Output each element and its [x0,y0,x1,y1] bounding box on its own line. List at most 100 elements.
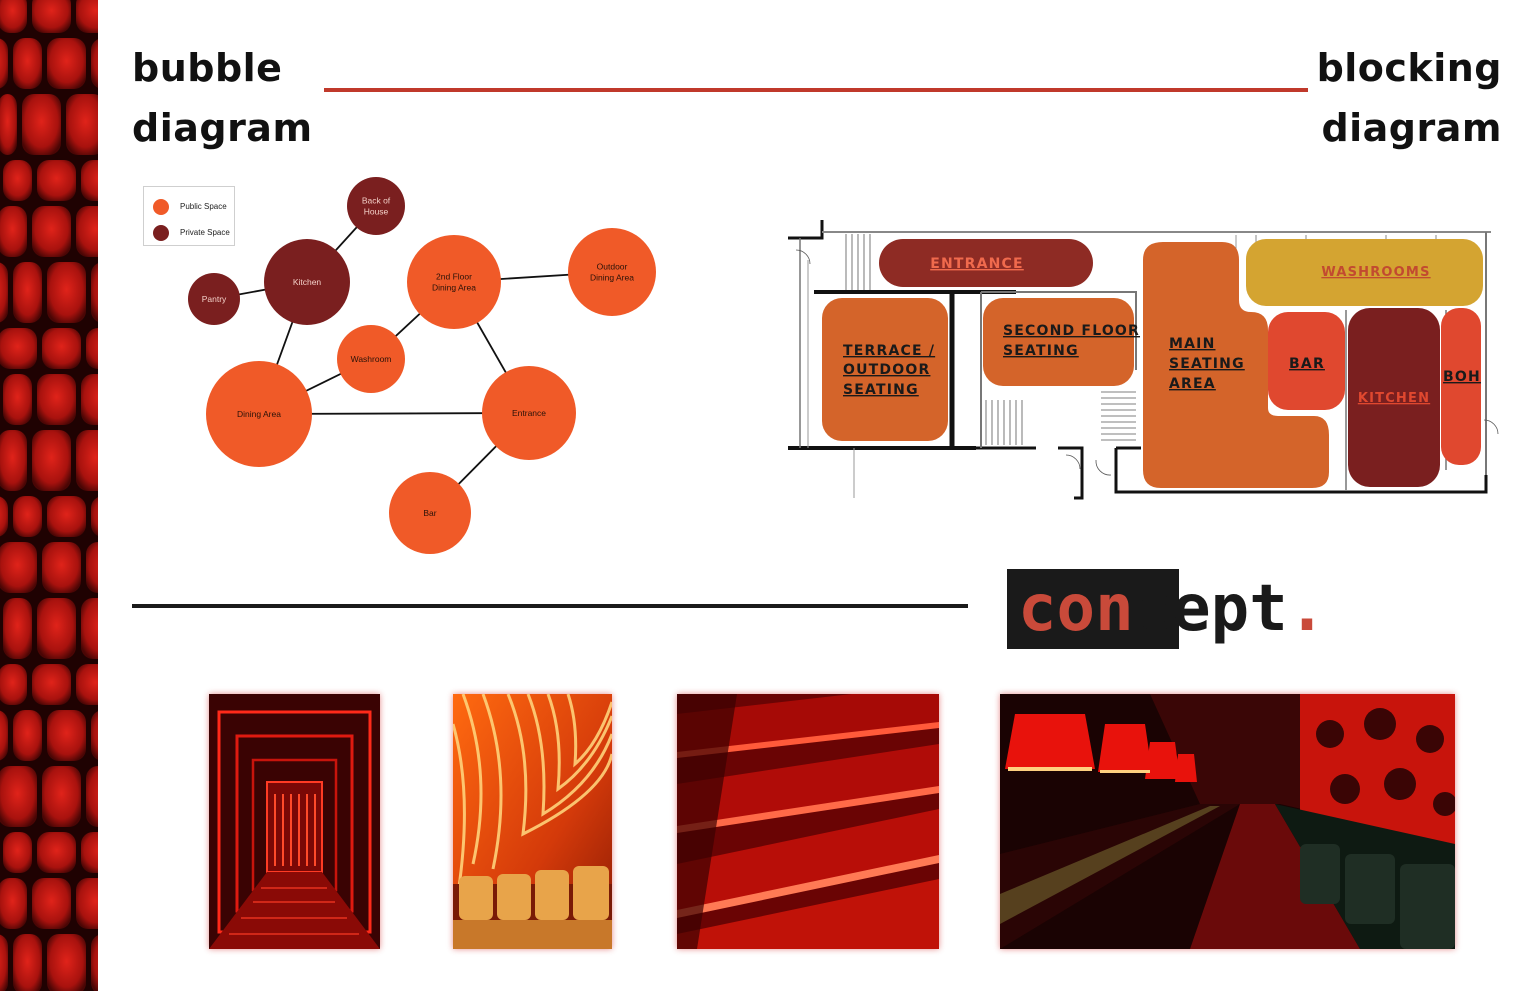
texture-cell [32,0,71,33]
texture-cell [47,262,86,323]
bubble-dining [206,361,312,467]
concept-photo-restaurant [1000,694,1455,949]
texture-cell [0,542,37,593]
texture-cell [0,38,8,89]
texture-cell [76,878,115,929]
bubble-second [407,235,501,329]
main-label-2: SEATING [1169,356,1245,372]
texture-cell [0,496,8,537]
texture-cell [3,374,32,425]
kitchen-label: KITCHEN [1358,391,1430,406]
blocking-heading-line2: diagram [1321,106,1502,150]
texture-cell [37,598,76,659]
bubble-label-back: House [364,207,389,217]
texture-cell [32,878,71,929]
terrace-label-2: OUTDOOR [843,362,930,378]
main-label-1: MAIN [1169,336,1216,352]
concept-divider [132,604,968,608]
texture-cell [13,262,42,323]
texture-cell [0,206,27,257]
texture-cell [66,94,105,155]
public-space-swatch [153,199,169,215]
concept-title-dot: . [1287,572,1327,646]
texture-cell [3,598,32,659]
block-second-floor [983,298,1134,386]
boh-label: BOH [1443,369,1481,385]
bubble-pantry [188,273,240,325]
texture-cell [0,0,27,33]
concept-photo-corridor [209,694,380,949]
texture-cell [0,430,27,491]
texture-cell [0,878,27,929]
diagram-legend: Public Space Private Space [143,186,235,246]
texture-cell [0,710,8,761]
bubble-label-back: Back of [362,196,391,206]
bubble-label-pantry: Pantry [202,294,227,304]
bubble-label-washroom: Washroom [351,354,392,364]
washrooms-label: WASHROOMS [1321,265,1430,280]
texture-cell [42,328,81,369]
texture-cell [86,766,125,827]
bar-label: BAR [1289,356,1325,372]
bubble-entrance [482,366,576,460]
texture-cell [81,832,120,873]
block-bar [1268,312,1345,410]
concept-photo-stairs [677,694,939,949]
terrace-label-3: SEATING [843,382,919,398]
block-terrace [822,298,948,441]
bubble-label-kitchen: Kitchen [293,277,322,287]
concept-title: concept. [1018,566,1326,652]
concept-title-highlight: con [1018,572,1134,646]
private-space-swatch [153,225,169,241]
blocking-heading-line1: blocking [1316,46,1502,90]
block-kitchen [1348,308,1440,487]
block-washrooms [1246,239,1483,306]
texture-cell [81,598,120,659]
block-main-seating [1143,242,1329,488]
block-boh [1441,308,1481,465]
legend-private-label: Private Space [180,228,230,237]
blocking-diagram: ENTRANCE WASHROOMS TERRACE / OUTDOOR SEA… [788,220,1499,500]
bubble-label-second: 2nd Floor [436,272,472,282]
terrace-label-1: TERRACE / [843,343,935,359]
texture-cell [13,934,42,995]
top-divider [324,88,1308,92]
texture-cell [0,94,17,155]
bubble-kitchen [264,239,350,325]
concept-photo-slatted-wall [453,694,612,949]
red-texture-strip [0,0,130,995]
texture-cell [42,542,81,593]
texture-cell [32,206,71,257]
texture-cell [3,160,32,201]
texture-cell [47,710,86,761]
texture-cell [13,496,42,537]
texture-cell [3,832,32,873]
bubble-label-entrance: Entrance [512,408,546,418]
texture-cell [0,262,8,323]
texture-cell [0,664,27,705]
texture-cell [76,664,115,705]
bubble-label-outdoor: Outdoor [597,262,628,272]
concept-highlight-box [1007,569,1179,649]
texture-cell [91,934,130,995]
texture-cell [91,710,130,761]
main-label-3: AREA [1169,376,1216,392]
texture-cell [47,38,86,89]
texture-cell [37,832,76,873]
legend-public-label: Public Space [180,202,227,211]
texture-cell [32,664,71,705]
entrance-label: ENTRANCE [930,256,1024,272]
concept-title-rest: cept [1133,572,1288,646]
texture-cell [47,934,86,995]
bubble-heading-line1: bubble [132,46,283,90]
texture-cell [0,766,37,827]
bubble-label-dining: Dining Area [237,409,281,419]
texture-cell [0,934,8,995]
second-floor-label-1: SECOND FLOOR [1003,323,1140,339]
bubble-bar [389,472,471,554]
texture-cell [37,374,76,425]
block-entrance [879,239,1093,287]
bubble-washroom [337,325,405,393]
texture-cell [32,430,71,491]
